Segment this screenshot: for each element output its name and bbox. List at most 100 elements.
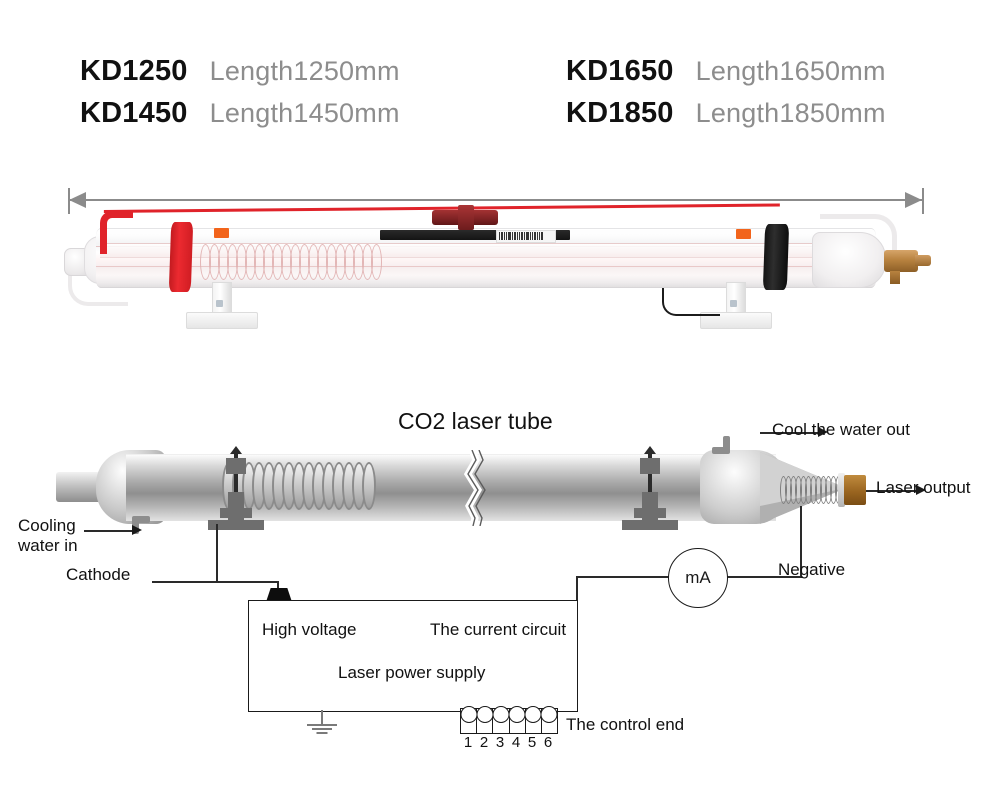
- barcode-bar: [519, 232, 520, 240]
- schematic-break-symbol-icon: [462, 450, 488, 526]
- elbow-arm-h: [712, 447, 730, 454]
- terminal-slot[interactable]: [508, 706, 526, 733]
- barcode-bar: [537, 232, 538, 240]
- ground-symbol-icon: [300, 710, 344, 734]
- psu-hv-terminal: [266, 588, 292, 602]
- stand-nut: [226, 458, 246, 474]
- stand-pin: [234, 452, 238, 496]
- model-code: KD1850: [566, 97, 674, 129]
- photo-mount-bracket-left: [186, 282, 258, 329]
- dimension-tick-right: [922, 188, 924, 214]
- terminal-number: 4: [511, 734, 521, 751]
- bracket-bolt: [730, 300, 737, 307]
- stand-tip: [230, 446, 242, 454]
- terminal-slot[interactable]: [460, 706, 478, 733]
- schematic-stand-left: [208, 446, 264, 530]
- ground-bar-2: [312, 728, 332, 730]
- ground-bar-1: [307, 724, 337, 726]
- barcode-bar: [534, 232, 536, 240]
- terminal-circle-icon[interactable]: [492, 706, 510, 723]
- terminal-circle-icon[interactable]: [476, 706, 494, 723]
- barcode-bar: [532, 232, 533, 240]
- terminal-number: 6: [543, 734, 553, 751]
- photo-hv-connector: [432, 205, 498, 230]
- model-code: KD1450: [80, 97, 188, 129]
- wire-negative-drop: [800, 506, 802, 576]
- model-length: Length1250mm: [209, 56, 400, 86]
- barcode-bar: [504, 232, 505, 240]
- barcode-bar: [499, 232, 500, 240]
- terminal-slot[interactable]: [476, 706, 494, 733]
- schematic-water-out-elbow: [712, 436, 734, 454]
- schematic-output-cap: [844, 475, 866, 505]
- bracket-foot: [700, 312, 772, 329]
- model-code: KD1250: [80, 55, 188, 87]
- photo-hv-wire-elbow: [100, 211, 133, 254]
- cooling-water-in-line1: Cooling: [18, 516, 76, 535]
- dimension-arrow-left-icon: [69, 192, 86, 208]
- terminal-number: 1: [463, 734, 473, 751]
- photo-brass-nozzle: [915, 255, 931, 266]
- meter-label: mA: [685, 568, 711, 587]
- barcode-bar: [512, 232, 513, 240]
- barcode-bar: [524, 232, 525, 240]
- model-length: Length1450mm: [209, 98, 400, 128]
- bracket-bolt: [216, 300, 223, 307]
- arrow-water-out-icon: [818, 427, 828, 437]
- model-spec-kd1850: KD1850 Length1850mm: [566, 97, 886, 130]
- stand-tip: [644, 446, 656, 454]
- stand-nut: [640, 458, 660, 474]
- wire-negative-to-meter: [726, 576, 802, 578]
- terminal-number: 3: [495, 734, 505, 751]
- ground-lead: [321, 710, 323, 724]
- ground-bar-3: [316, 732, 328, 734]
- model-length: Length1850mm: [695, 98, 886, 128]
- elbow-arm-v: [723, 436, 730, 450]
- control-terminal-block[interactable]: [460, 706, 558, 734]
- stand-collar: [634, 508, 666, 518]
- barcode-bar: [501, 232, 503, 240]
- photo-brass-stem: [890, 271, 900, 284]
- wire-meter-to-psu: [576, 576, 670, 578]
- photo-ground-wire: [662, 288, 720, 316]
- wire-cathode-drop: [216, 524, 218, 582]
- psu-current-circuit-label: The current circuit: [430, 620, 567, 639]
- leader-water-in: [84, 530, 138, 532]
- terminal-slot[interactable]: [540, 706, 558, 733]
- stand-base: [622, 520, 678, 530]
- barcode-bar: [521, 232, 523, 240]
- coil-turn: [362, 462, 376, 510]
- terminal-circle-icon[interactable]: [460, 706, 478, 723]
- terminal-slot[interactable]: [524, 706, 542, 733]
- negative-label: Negative: [778, 560, 846, 579]
- terminal-circle-icon[interactable]: [524, 706, 542, 723]
- photo-orange-sticker-right: [736, 229, 751, 239]
- terminal-circle-icon[interactable]: [508, 706, 526, 723]
- terminal-number: 5: [527, 734, 537, 751]
- barcode-bar: [530, 232, 531, 240]
- photo-water-hose-right: [820, 214, 897, 257]
- control-end-label: The control end: [566, 715, 685, 734]
- arrow-laser-output-icon: [916, 485, 926, 495]
- dimension-line: [68, 199, 924, 201]
- photo-black-band: [762, 224, 790, 290]
- arrow-water-in-icon: [132, 525, 142, 535]
- terminal-circle-icon[interactable]: [540, 706, 558, 723]
- model-spec-kd1450: KD1450 Length1450mm: [80, 97, 400, 130]
- schematic-title: CO2 laser tube: [398, 408, 553, 434]
- terminal-slot[interactable]: [492, 706, 510, 733]
- cathode-label: Cathode: [66, 565, 131, 584]
- model-spec-kd1650: KD1650 Length1650mm: [566, 55, 886, 88]
- psu-high-voltage-label: High voltage: [262, 620, 357, 639]
- photo-hv-wire-tip: [745, 215, 783, 220]
- bracket-post: [212, 282, 232, 314]
- model-spec-kd1250: KD1250 Length1250mm: [80, 55, 400, 88]
- wire-psu-right-riser: [576, 576, 578, 602]
- laser-output-label: Laser output: [876, 478, 971, 497]
- wire-cathode-up: [277, 581, 279, 593]
- photo-label-strip: [380, 230, 570, 240]
- cooling-water-in-label: Cooling water in: [18, 516, 78, 556]
- barcode-bar: [517, 232, 518, 240]
